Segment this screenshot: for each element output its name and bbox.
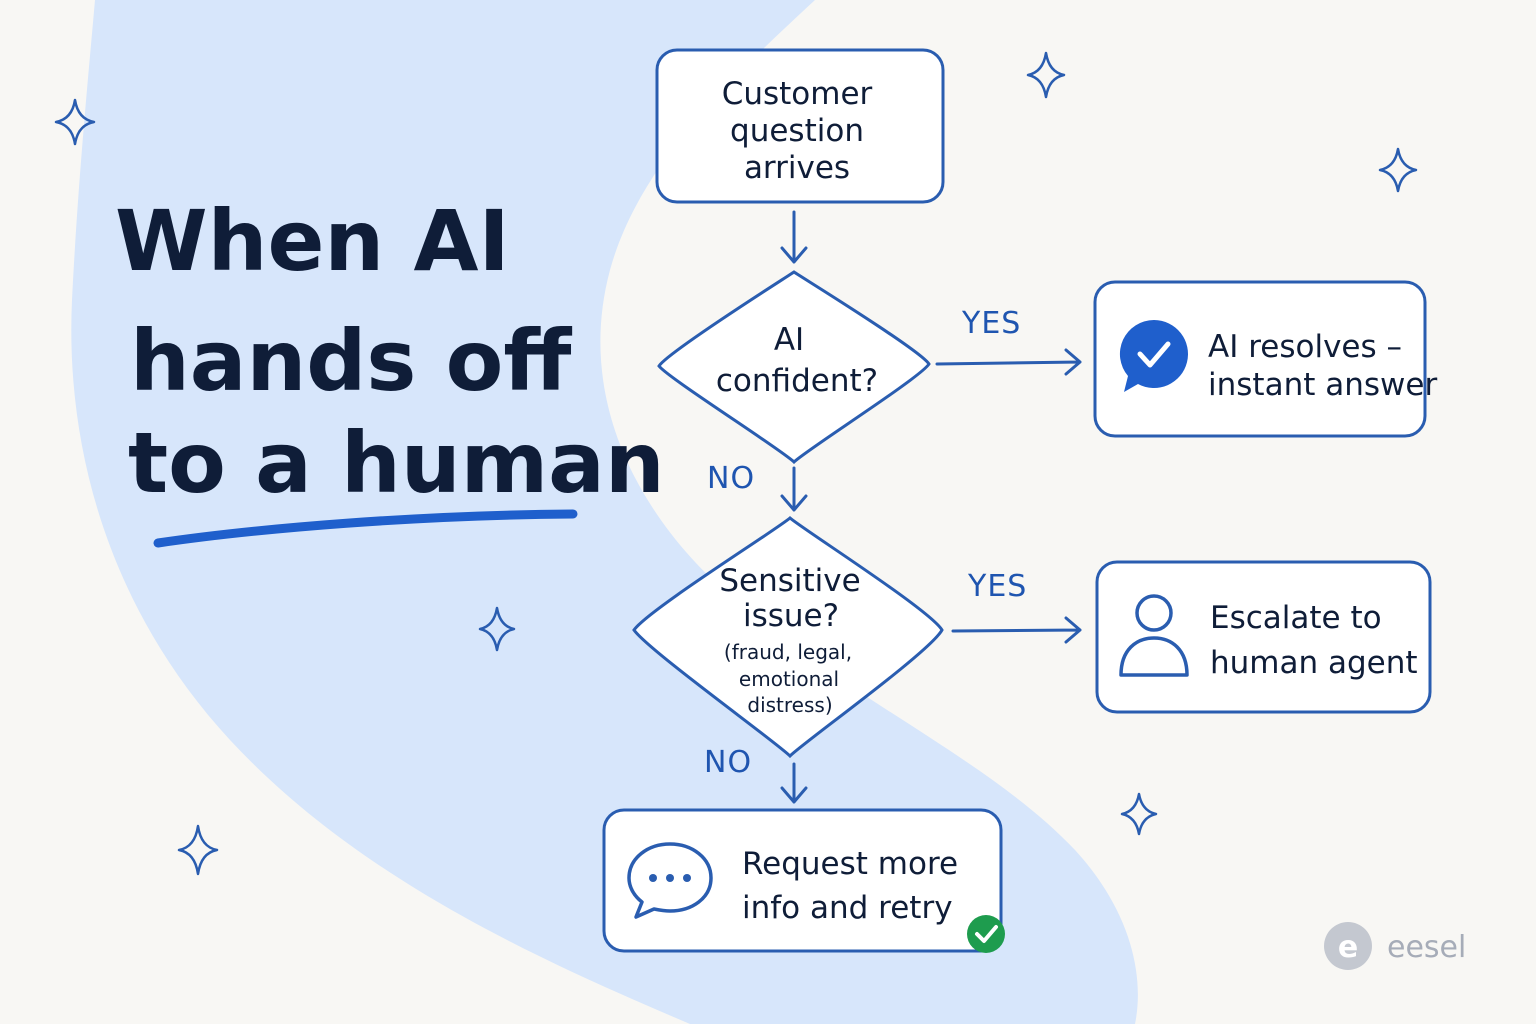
node-start-line-3: arrives [744,150,850,186]
decision-sensitive-line-1: Sensitive [719,563,860,599]
edge-confident-no [780,466,808,512]
background-wave [71,0,1138,1024]
node-start-line-2: question [730,113,864,149]
sparkle-icon [1026,51,1066,99]
edge-label-confident-yes: YES [961,306,1021,341]
edge-label-sensitive-no: NO [704,745,752,780]
decision-confident-line-2: confident? [716,363,878,399]
decision-sensitive-sub-1: (fraud, legal, [724,640,852,664]
brand-name: eesel [1387,930,1466,965]
title-underline [153,509,578,548]
node-request-info-line-2: info and retry [742,890,953,926]
edge-label-sensitive-yes: YES [967,569,1027,604]
node-start: Customer question arrives [655,48,945,204]
green-check-badge-icon [967,915,1005,953]
node-escalate: Escalate to human agent [1095,560,1432,714]
edge-start-to-confident [780,210,808,264]
node-request-info-line-1: Request more [742,846,958,882]
chat-dots-icon [627,842,713,919]
sparkle-icon [1378,147,1418,193]
node-request-info: Request more info and retry [602,808,1005,953]
edge-confident-yes [935,348,1082,376]
decision-sensitive: Sensitive issue? (fraud, legal, emotiona… [632,516,944,759]
decision-confident: AI confident? [657,270,931,465]
check-chat-bubble-icon [1119,319,1188,392]
node-ai-resolves-line-1: AI resolves – [1208,329,1402,365]
title-line-1: When AI [115,192,510,290]
page-title: When AI hands off to a human [115,192,665,548]
edge-sensitive-yes [951,616,1082,644]
decision-confident-line-1: AI [774,322,804,358]
title-line-2: hands off [130,312,572,410]
node-escalate-line-2: human agent [1210,645,1418,681]
node-escalate-line-1: Escalate to [1210,600,1382,636]
decision-sensitive-line-2: issue? [743,598,839,634]
decision-sensitive-sub-2: emotional [739,667,839,691]
title-line-3: to a human [128,414,665,512]
sparkles [54,51,1418,876]
sparkle-icon [1120,792,1158,836]
edges [780,210,1082,804]
person-icon [1119,594,1189,677]
edge-sensitive-no [780,762,808,804]
sparkle-icon [478,606,516,652]
brand-logo-letter: e [1338,930,1358,965]
node-start-line-1: Customer [722,76,873,112]
node-ai-resolves-line-2: instant answer [1208,367,1437,403]
sparkle-icon [54,98,96,146]
edge-label-confident-no: NO [707,461,755,496]
brand-logo: e eesel [1324,922,1466,970]
sparkle-icon [177,824,219,876]
node-ai-resolves: AI resolves – instant answer [1093,280,1437,438]
decision-sensitive-sub-3: distress) [747,693,832,717]
